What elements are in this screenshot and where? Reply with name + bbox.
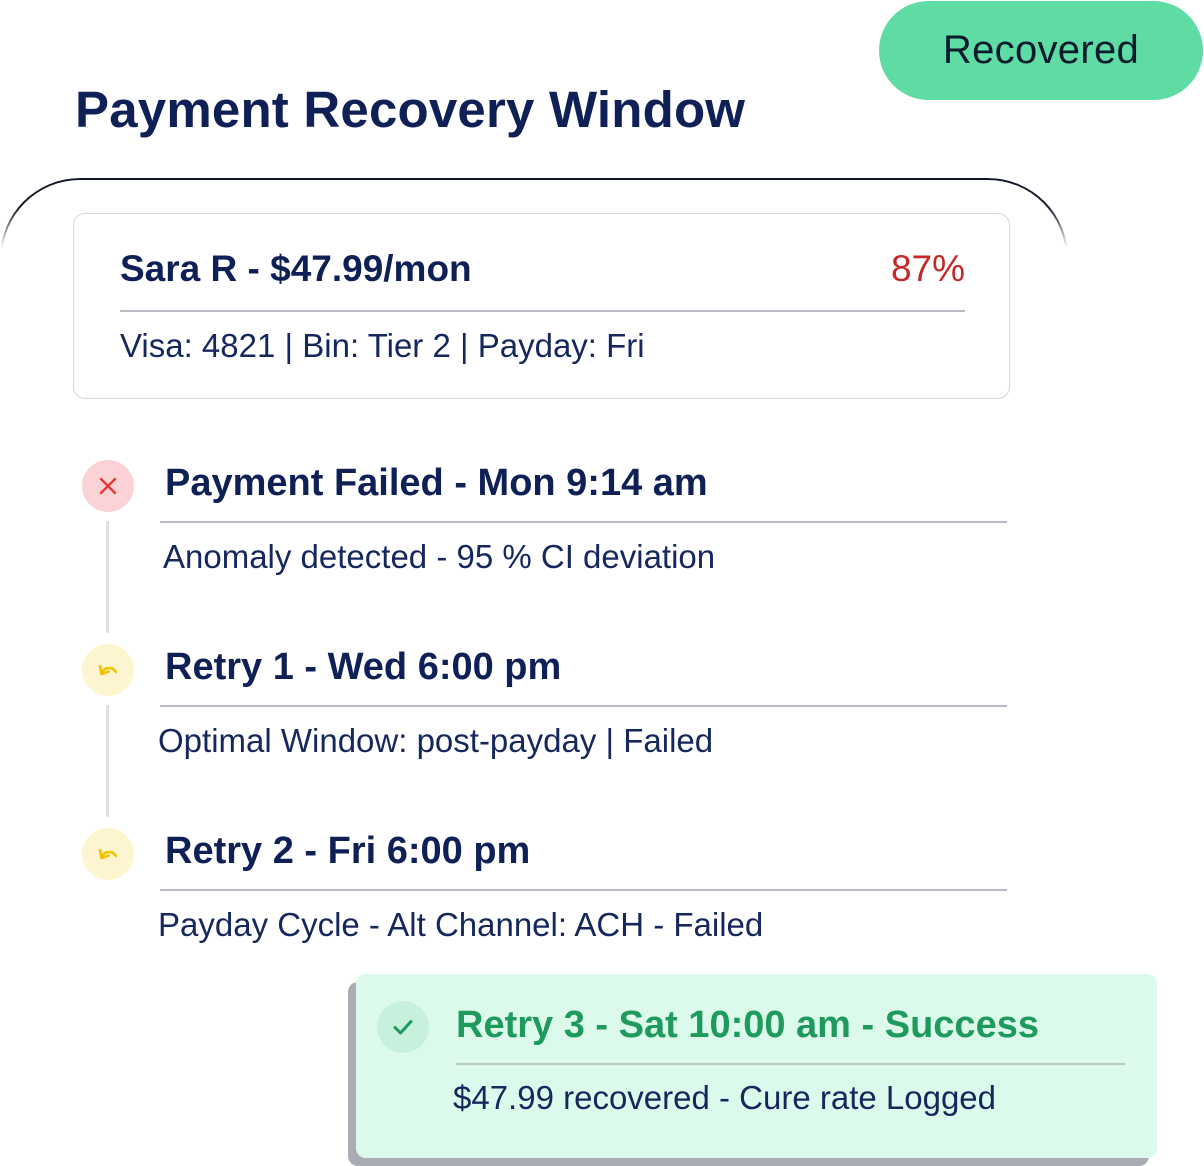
recovery-score: 87% — [890, 248, 965, 289]
undo-arrow-icon — [82, 644, 134, 696]
step-description: Optimal Window: post-payday | Failed — [158, 722, 714, 759]
page-title: Payment Recovery Window — [75, 81, 746, 138]
step-title: Retry 1 - Wed 6:00 pm — [165, 646, 562, 688]
card-divider — [120, 310, 965, 312]
step-divider — [160, 889, 1007, 891]
step-divider — [160, 521, 1007, 523]
timeline-connector — [106, 705, 109, 817]
status-badge: Recovered — [879, 1, 1203, 100]
customer-card: Sara R - $47.99/mon 87% Visa: 4821 | Bin… — [73, 213, 1010, 399]
status-badge-label: Recovered — [942, 28, 1140, 72]
step-description: Payday Cycle - Alt Channel: ACH - Failed — [158, 906, 764, 943]
step-description: Anomaly detected - 95 % CI deviation — [163, 538, 716, 575]
timeline-connector — [106, 521, 109, 633]
success-title: Retry 3 - Sat 10:00 am - Success — [456, 1004, 1039, 1046]
step-divider — [160, 705, 1007, 707]
customer-details: Visa: 4821 | Bin: Tier 2 | Payday: Fri — [120, 327, 645, 364]
checkmark-icon — [377, 1001, 429, 1053]
undo-arrow-icon — [82, 828, 134, 880]
customer-name-plan: Sara R - $47.99/mon — [120, 248, 472, 289]
success-description: $47.99 recovered - Cure rate Logged — [453, 1079, 997, 1116]
success-divider — [456, 1063, 1125, 1065]
success-card: Retry 3 - Sat 10:00 am - Success $47.99 … — [356, 974, 1157, 1158]
step-title: Payment Failed - Mon 9:14 am — [165, 462, 708, 504]
close-icon — [82, 460, 134, 512]
step-title: Retry 2 - Fri 6:00 pm — [165, 830, 531, 872]
